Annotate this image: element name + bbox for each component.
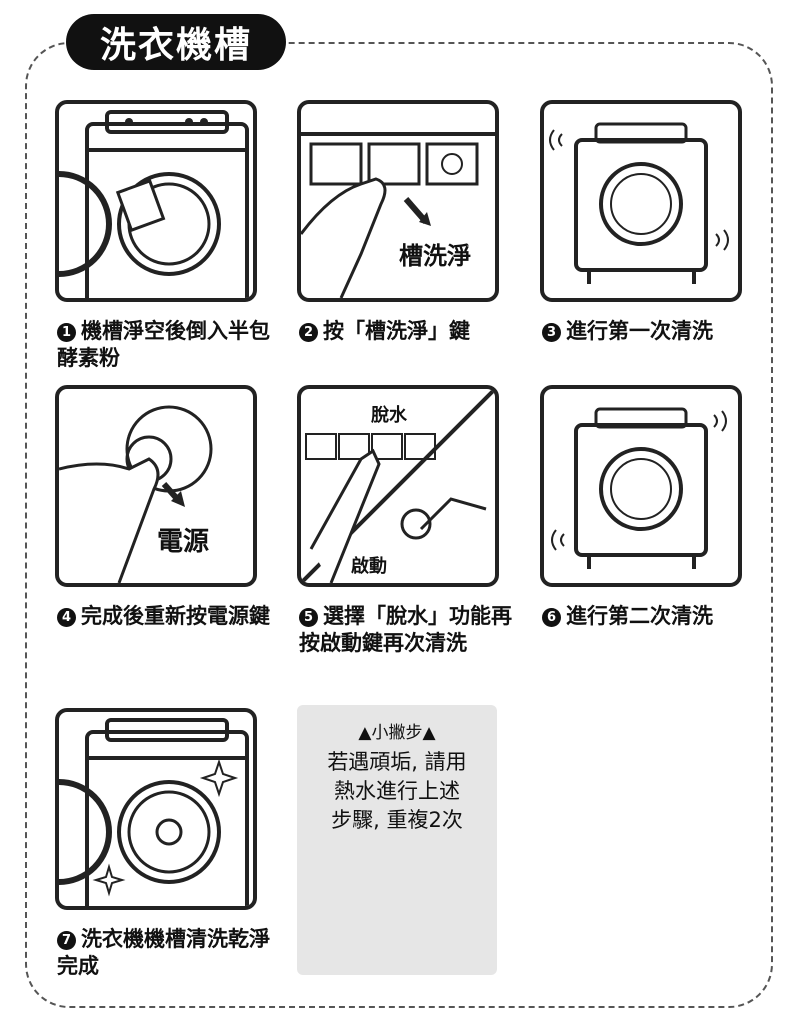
tip-heading: ▲小撇步▲ [358,723,436,743]
tub-clean-label: 槽洗淨 [399,236,471,271]
tip-line: 熱水進行上述 [334,779,460,803]
dashed-frame [25,42,773,1008]
step-5-illustration: 脫水 啟動 [297,385,499,587]
washer-running-icon [549,122,729,284]
page-title: 洗衣機槽 [66,14,286,70]
step-2-illustration: 槽洗淨 [297,100,499,302]
spin-and-start-icon [301,389,495,583]
step-7-illustration [55,708,257,910]
step-1-illustration [55,100,257,302]
washer-clean-sparkle-icon [59,718,249,906]
start-label: 啟動 [351,552,387,578]
washer-open-door-icon [59,110,249,298]
control-panel-press-icon [301,132,495,298]
spin-label: 脫水 [371,401,407,427]
tip-line: 若遇頑垢, 請用 [327,750,467,774]
tip-box: ▲小撇步▲ 若遇頑垢, 請用 熱水進行上述 步驟, 重複2次 [297,705,497,975]
tip-line: 步驟, 重複2次 [331,808,463,832]
washer-running-icon [551,407,727,569]
power-button-press-icon [59,405,213,583]
step-3-illustration [540,100,742,302]
step-6-illustration [540,385,742,587]
power-label: 電源 [157,521,210,558]
step-4-illustration: 電源 [55,385,257,587]
